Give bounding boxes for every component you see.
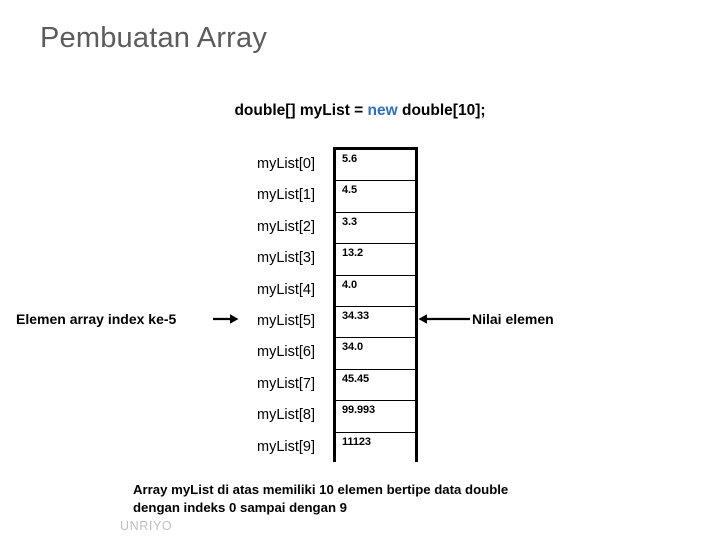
caption-text: Array myList di atas memiliki 10 elemen …	[133, 481, 653, 517]
array-cell-4: 4.0	[336, 275, 415, 307]
array-index-label-3: myList[3]	[256, 250, 315, 267]
annotation-element-index-label: Elemen array index ke-5	[16, 311, 177, 327]
array-cell-0: 5.6	[336, 150, 415, 182]
watermark-logo: UNRIYO	[120, 519, 173, 533]
array-index-label-4: myList[4]	[256, 281, 315, 298]
caption-line-2: dengan indeks 0 sampai dengan 9	[133, 500, 347, 515]
array-index-label-0: myList[0]	[256, 156, 315, 172]
page-title: Pembuatan Array	[40, 22, 268, 54]
array-cell-7: 45.45	[336, 369, 415, 402]
code-suffix: double[10];	[397, 102, 486, 119]
caption-line-1: Array myList di atas memiliki 10 elemen …	[133, 482, 509, 497]
array-cell-1: 4.5	[336, 181, 415, 213]
array-cell-5: 34.33	[336, 307, 415, 339]
array-cell-value: 34.33	[342, 310, 370, 322]
array-index-label-1: myList[1]	[256, 187, 315, 204]
code-declaration-line: double[] myList = new double[10];	[0, 100, 720, 121]
array-index-label-2: myList[2]	[256, 218, 315, 235]
array-cell-value: 45.45	[342, 372, 370, 385]
array-cell-value: 3.3	[342, 215, 357, 228]
array-cell-value: 13.2	[342, 247, 364, 260]
array-cell-3: 13.2	[336, 244, 415, 276]
array-cell-2: 3.3	[336, 212, 415, 245]
array-cell-8: 99.993	[336, 401, 415, 433]
annotation-element-value-label: Nilai elemen	[472, 311, 554, 327]
array-cell-value: 5.6	[342, 153, 357, 165]
arrow-left-icon	[418, 311, 470, 327]
array-cell-6: 34.0	[336, 338, 415, 370]
array-cell-9: 11123	[336, 432, 415, 464]
array-index-label-8: myList[8]	[256, 407, 315, 424]
array-index-label-5: myList[5]	[256, 313, 315, 329]
array-cell-value: 34.0	[342, 341, 364, 354]
code-keyword-new: new	[367, 102, 398, 119]
array-index-label-7: myList[7]	[256, 375, 315, 392]
array-box: 5.6 4.5 3.3 13.2 4.0 34.33 34.0 45.45 99.993 1112…	[333, 147, 418, 464]
array-cell-value: 4.0	[342, 278, 357, 291]
array-cell-value: 4.5	[342, 184, 357, 197]
array-cell-value: 11123	[342, 435, 371, 448]
array-index-label-6: myList[6]	[256, 344, 315, 361]
code-prefix: double[] myList =	[234, 102, 368, 119]
arrow-right-icon	[213, 311, 239, 327]
array-index-label-9: myList[9]	[256, 438, 315, 455]
array-cell-value: 99.993	[342, 404, 376, 417]
